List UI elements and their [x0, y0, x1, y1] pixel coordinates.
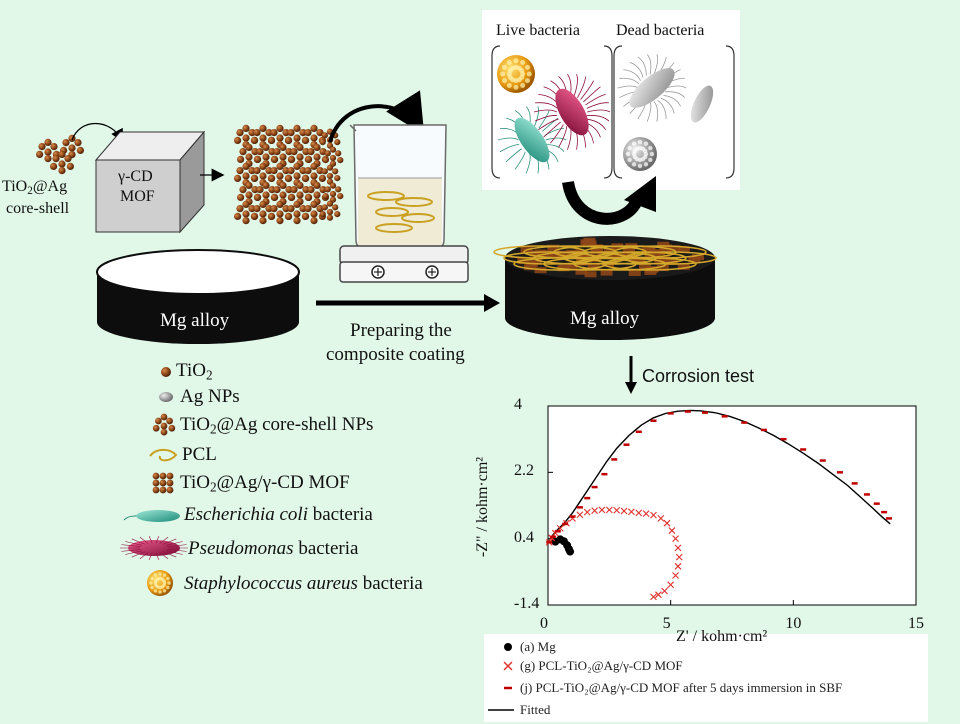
- coreshell-label-line1: TiO2@Ag: [2, 178, 67, 197]
- dead-bacteria-label: Dead bacteria: [616, 22, 704, 40]
- mof-crystal: [234, 125, 343, 224]
- legend-text-mof: TiO2@Ag/γ-CD MOF: [180, 472, 350, 495]
- corrosion-test-label: Corrosion test: [642, 366, 754, 387]
- x-tick-label: 5: [663, 615, 671, 633]
- y-tick-label: -1.4: [514, 595, 539, 613]
- step-label-line1: Preparing the: [350, 320, 452, 342]
- legend-text-staph: Staphylococcus aureus bacteria: [184, 573, 423, 595]
- coreshell-label-line2: core-shell: [6, 200, 69, 218]
- beaker-stirrer: [340, 125, 468, 282]
- legend-text-pseudomonas: Pseudomonas bacteria: [188, 538, 358, 560]
- live-bacteria-label: Live bacteria: [496, 22, 580, 40]
- x-tick-label: 15: [908, 615, 924, 633]
- legend-text-ag: Ag NPs: [180, 386, 240, 408]
- substrate-label: Mg alloy: [160, 310, 229, 332]
- coreshell-cluster-small: [36, 135, 84, 174]
- nyquist-chart: [484, 406, 928, 722]
- y-tick-label: 0.4: [514, 529, 534, 547]
- y-tick-label: 4: [514, 396, 522, 414]
- corrosion-arrow-head: [625, 382, 637, 394]
- legend-text-ecoli: Escherichia coli bacteria: [184, 504, 373, 526]
- dead-staph-icon: [623, 137, 657, 171]
- legend-mof-icon: [153, 473, 174, 494]
- point-mg: [566, 548, 574, 556]
- legend-pcl-icon: [150, 450, 176, 461]
- live-staph-icon: [497, 55, 535, 93]
- legend-tio2-icon: [161, 367, 171, 377]
- chart-y-axis-label: -Z" / kohm·cm²: [474, 432, 492, 582]
- x-tick-label: 0: [540, 615, 548, 633]
- legend-ecoli-icon: [124, 510, 180, 522]
- chart-x-axis-label: Z' / kohm·cm²: [676, 628, 767, 646]
- mof-label-line2: MOF: [120, 188, 155, 206]
- curved-arrow-into-mof: [72, 124, 122, 141]
- x-tick-label: 10: [785, 615, 801, 633]
- legend-icons: [120, 367, 188, 596]
- coated-substrate-label: Mg alloy: [570, 308, 639, 330]
- legend-coreshell-icon: [153, 414, 175, 436]
- mof-label-line1: γ-CD: [118, 168, 153, 186]
- chart-legend-j: (j) PCL-TiO₂@Ag/γ-CD MOF after 5 days im…: [520, 680, 842, 696]
- legend-pseudomonas-icon: [120, 536, 188, 560]
- legend-text-tio2: TiO2: [176, 360, 213, 383]
- chart-legend-g: (g) PCL-TiO₂@Ag/γ-CD MOF: [520, 658, 683, 674]
- legend-marker-mg: [504, 643, 512, 651]
- legend-text-coreshell: TiO2@Ag core-shell NPs: [180, 414, 373, 437]
- legend-ag-icon: [159, 392, 173, 402]
- y-tick-label: 2.2: [514, 462, 534, 480]
- legend-text-pcl: PCL: [182, 444, 217, 466]
- chart-legend-fitted: Fitted: [520, 702, 550, 718]
- legend-staph-icon: [147, 570, 173, 596]
- process-arrow-head: [484, 294, 500, 312]
- step-label-line2: composite coating: [326, 344, 465, 366]
- chart-plot-area: [548, 406, 916, 605]
- chart-legend-mg: (a) Mg: [520, 639, 556, 655]
